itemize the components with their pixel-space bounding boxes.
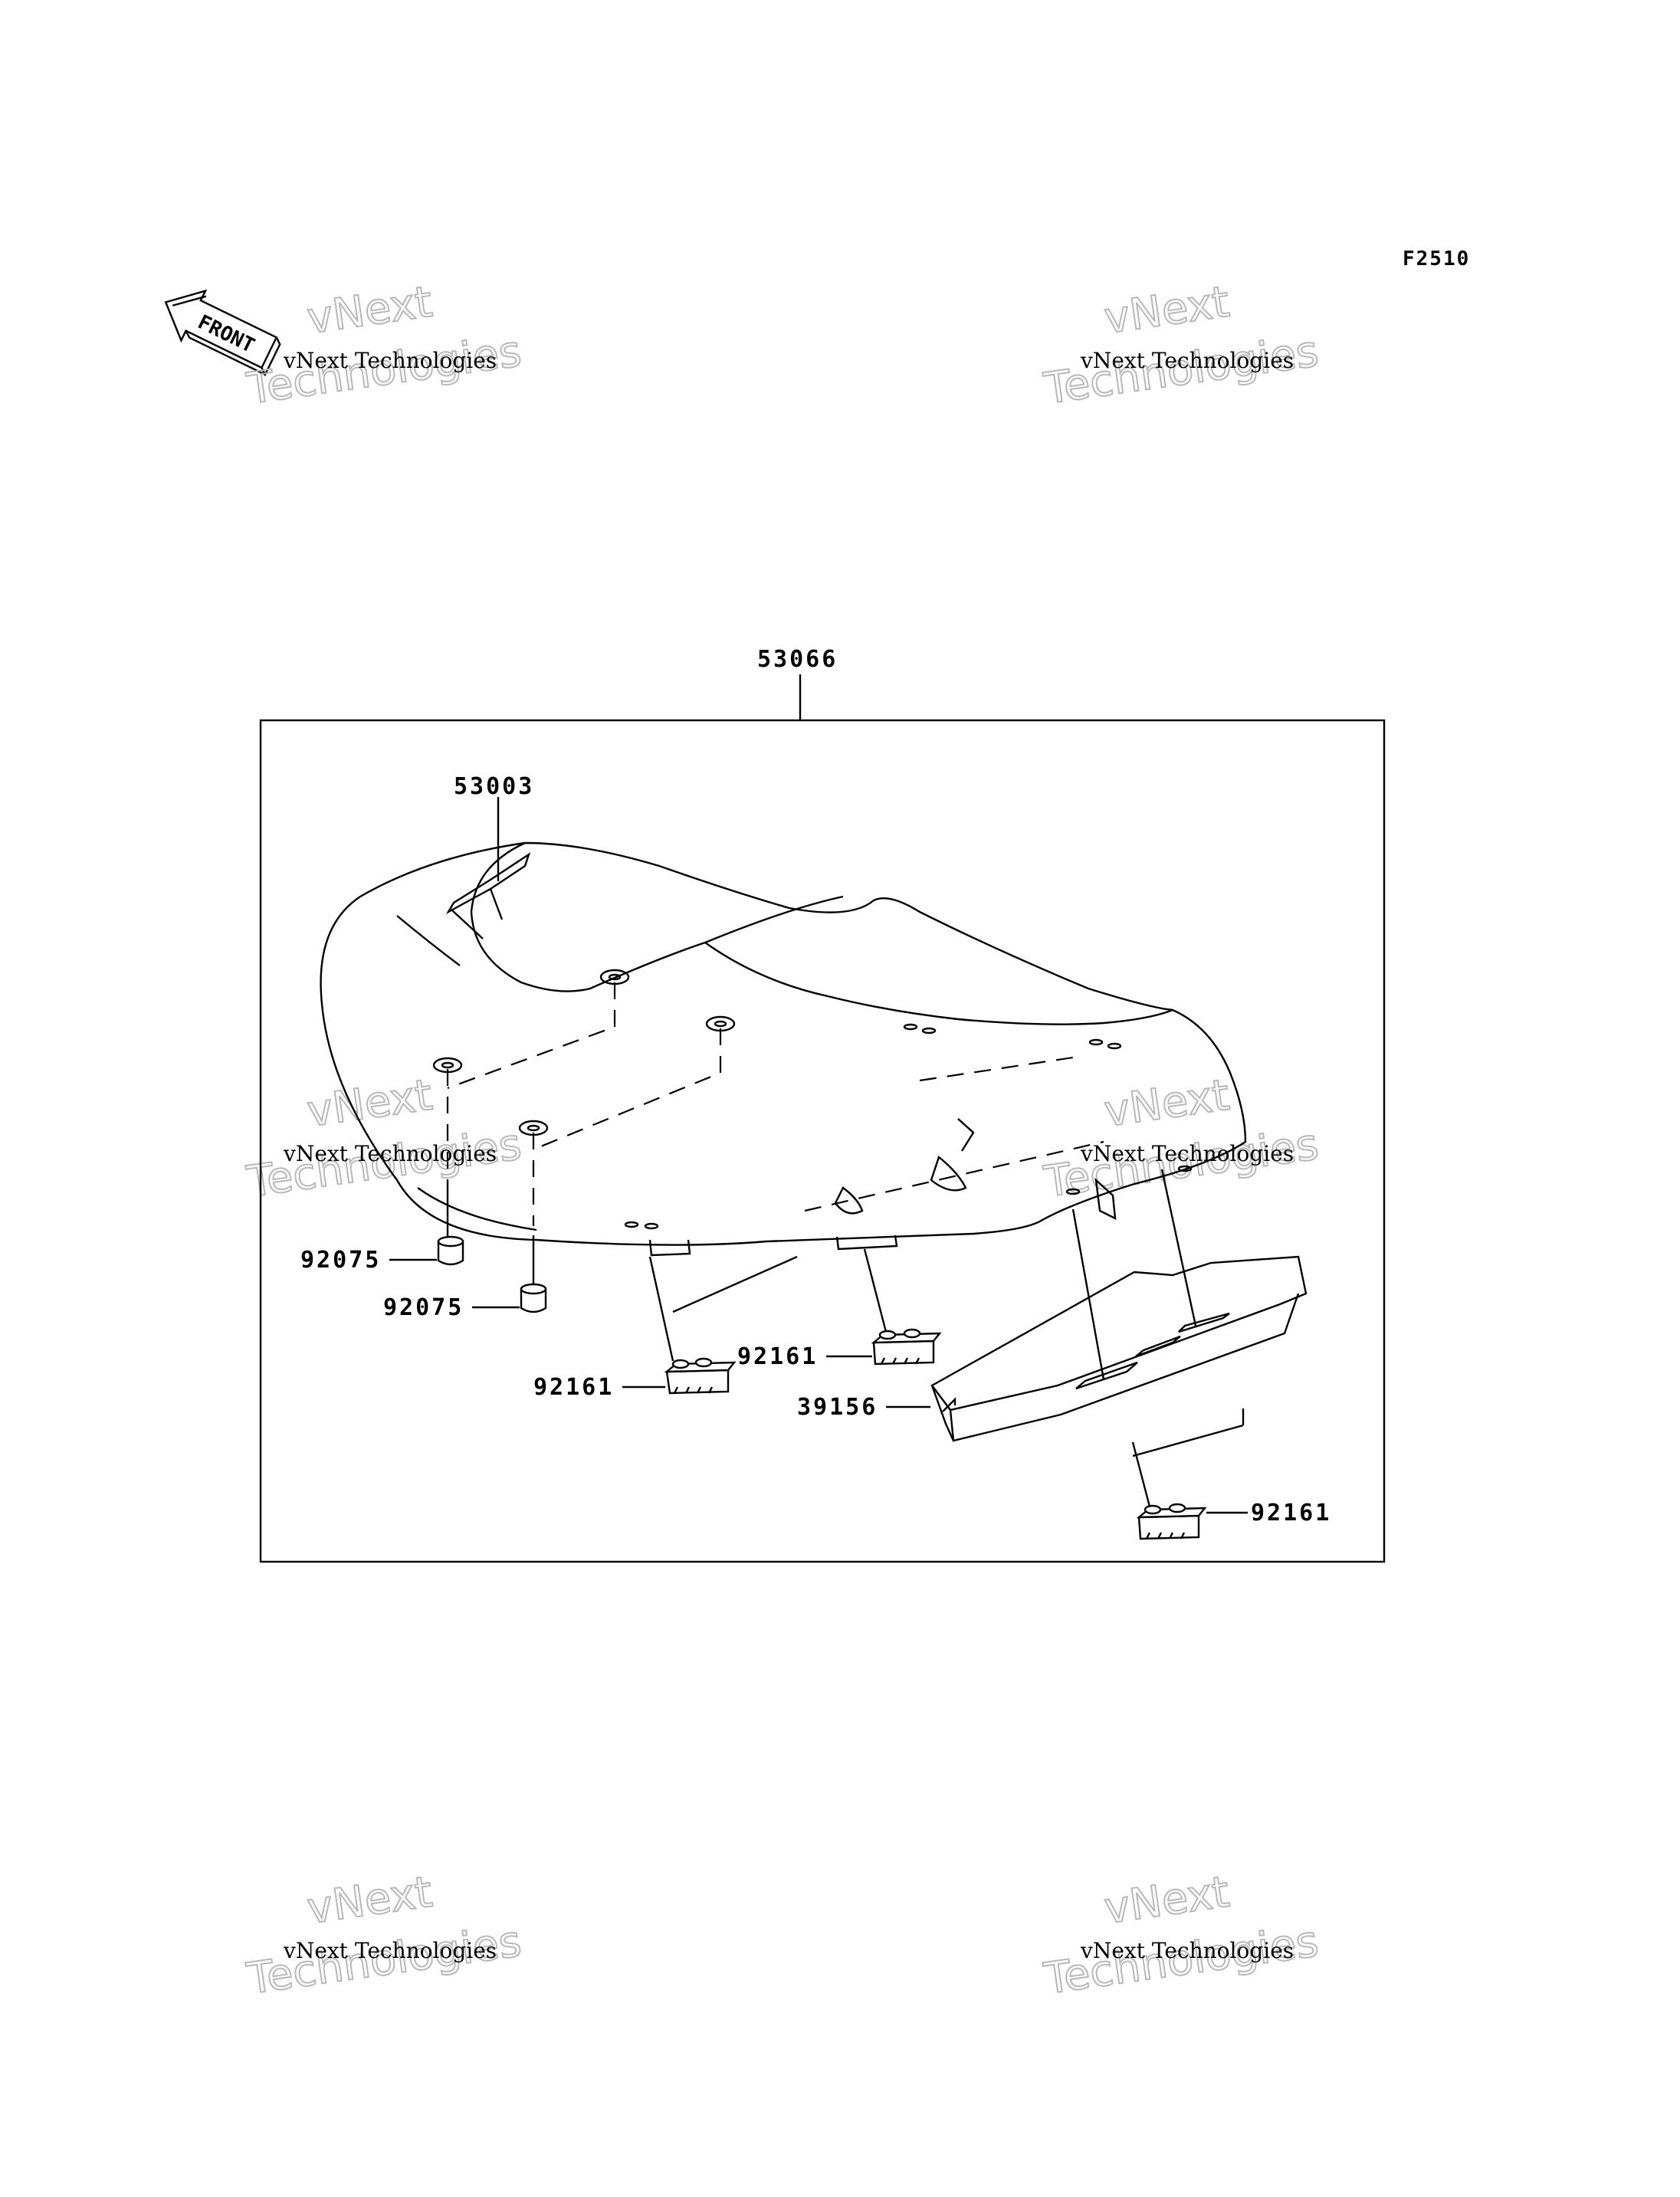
tray xyxy=(930,1169,1308,1442)
svg-text:vNext Technologies: vNext Technologies xyxy=(1080,1141,1294,1166)
label-92075-lower: 92075 xyxy=(383,1294,464,1321)
damper-92161-right xyxy=(1131,1408,1245,1540)
damper-92161-left xyxy=(648,1255,798,1395)
watermark-mid-left: vNext Technologies vNext Technologies xyxy=(243,1070,525,1208)
svg-text:vNext: vNext xyxy=(1101,277,1232,344)
label-92161-left: 92161 xyxy=(533,1374,614,1401)
svg-text:vNext: vNext xyxy=(304,1867,435,1934)
watermark-bottom-left: vNext Technologies vNext Technologies xyxy=(243,1867,525,2005)
assembly-frame xyxy=(259,674,1386,1563)
svg-text:vNext Technologies: vNext Technologies xyxy=(283,1141,497,1166)
label-92161-center: 92161 xyxy=(737,1343,818,1370)
figure-code: F2510 xyxy=(1403,248,1470,271)
label-53066: 53066 xyxy=(757,646,838,673)
svg-text:vNext: vNext xyxy=(304,277,435,344)
svg-text:vNext: vNext xyxy=(304,1071,435,1137)
watermark-bottom-right: vNext Technologies vNext Technologies xyxy=(1040,1867,1322,2005)
label-39156: 39156 xyxy=(797,1394,878,1421)
damper-92161-center xyxy=(863,1248,942,1366)
svg-text:vNext: vNext xyxy=(1101,1071,1232,1137)
svg-text:vNext Technologies: vNext Technologies xyxy=(1080,1938,1294,1963)
watermark-mid-right: vNext Technologies vNext Technologies xyxy=(1040,1070,1322,1208)
label-53003: 53003 xyxy=(454,773,534,800)
svg-text:vNext Technologies: vNext Technologies xyxy=(1080,348,1294,373)
label-92075-upper: 92075 xyxy=(300,1247,381,1274)
seat xyxy=(320,841,1247,1257)
svg-text:vNext: vNext xyxy=(1101,1867,1232,1934)
svg-text:vNext Technologies: vNext Technologies xyxy=(283,1938,497,1963)
damper-92075-upper xyxy=(437,1180,464,1266)
damper-92075-lower xyxy=(520,1235,547,1313)
svg-text:vNext Technologies: vNext Technologies xyxy=(283,348,497,373)
watermark-top-right: vNext Technologies vNext Technologies xyxy=(1040,277,1322,415)
label-92161-right: 92161 xyxy=(1251,1500,1331,1526)
